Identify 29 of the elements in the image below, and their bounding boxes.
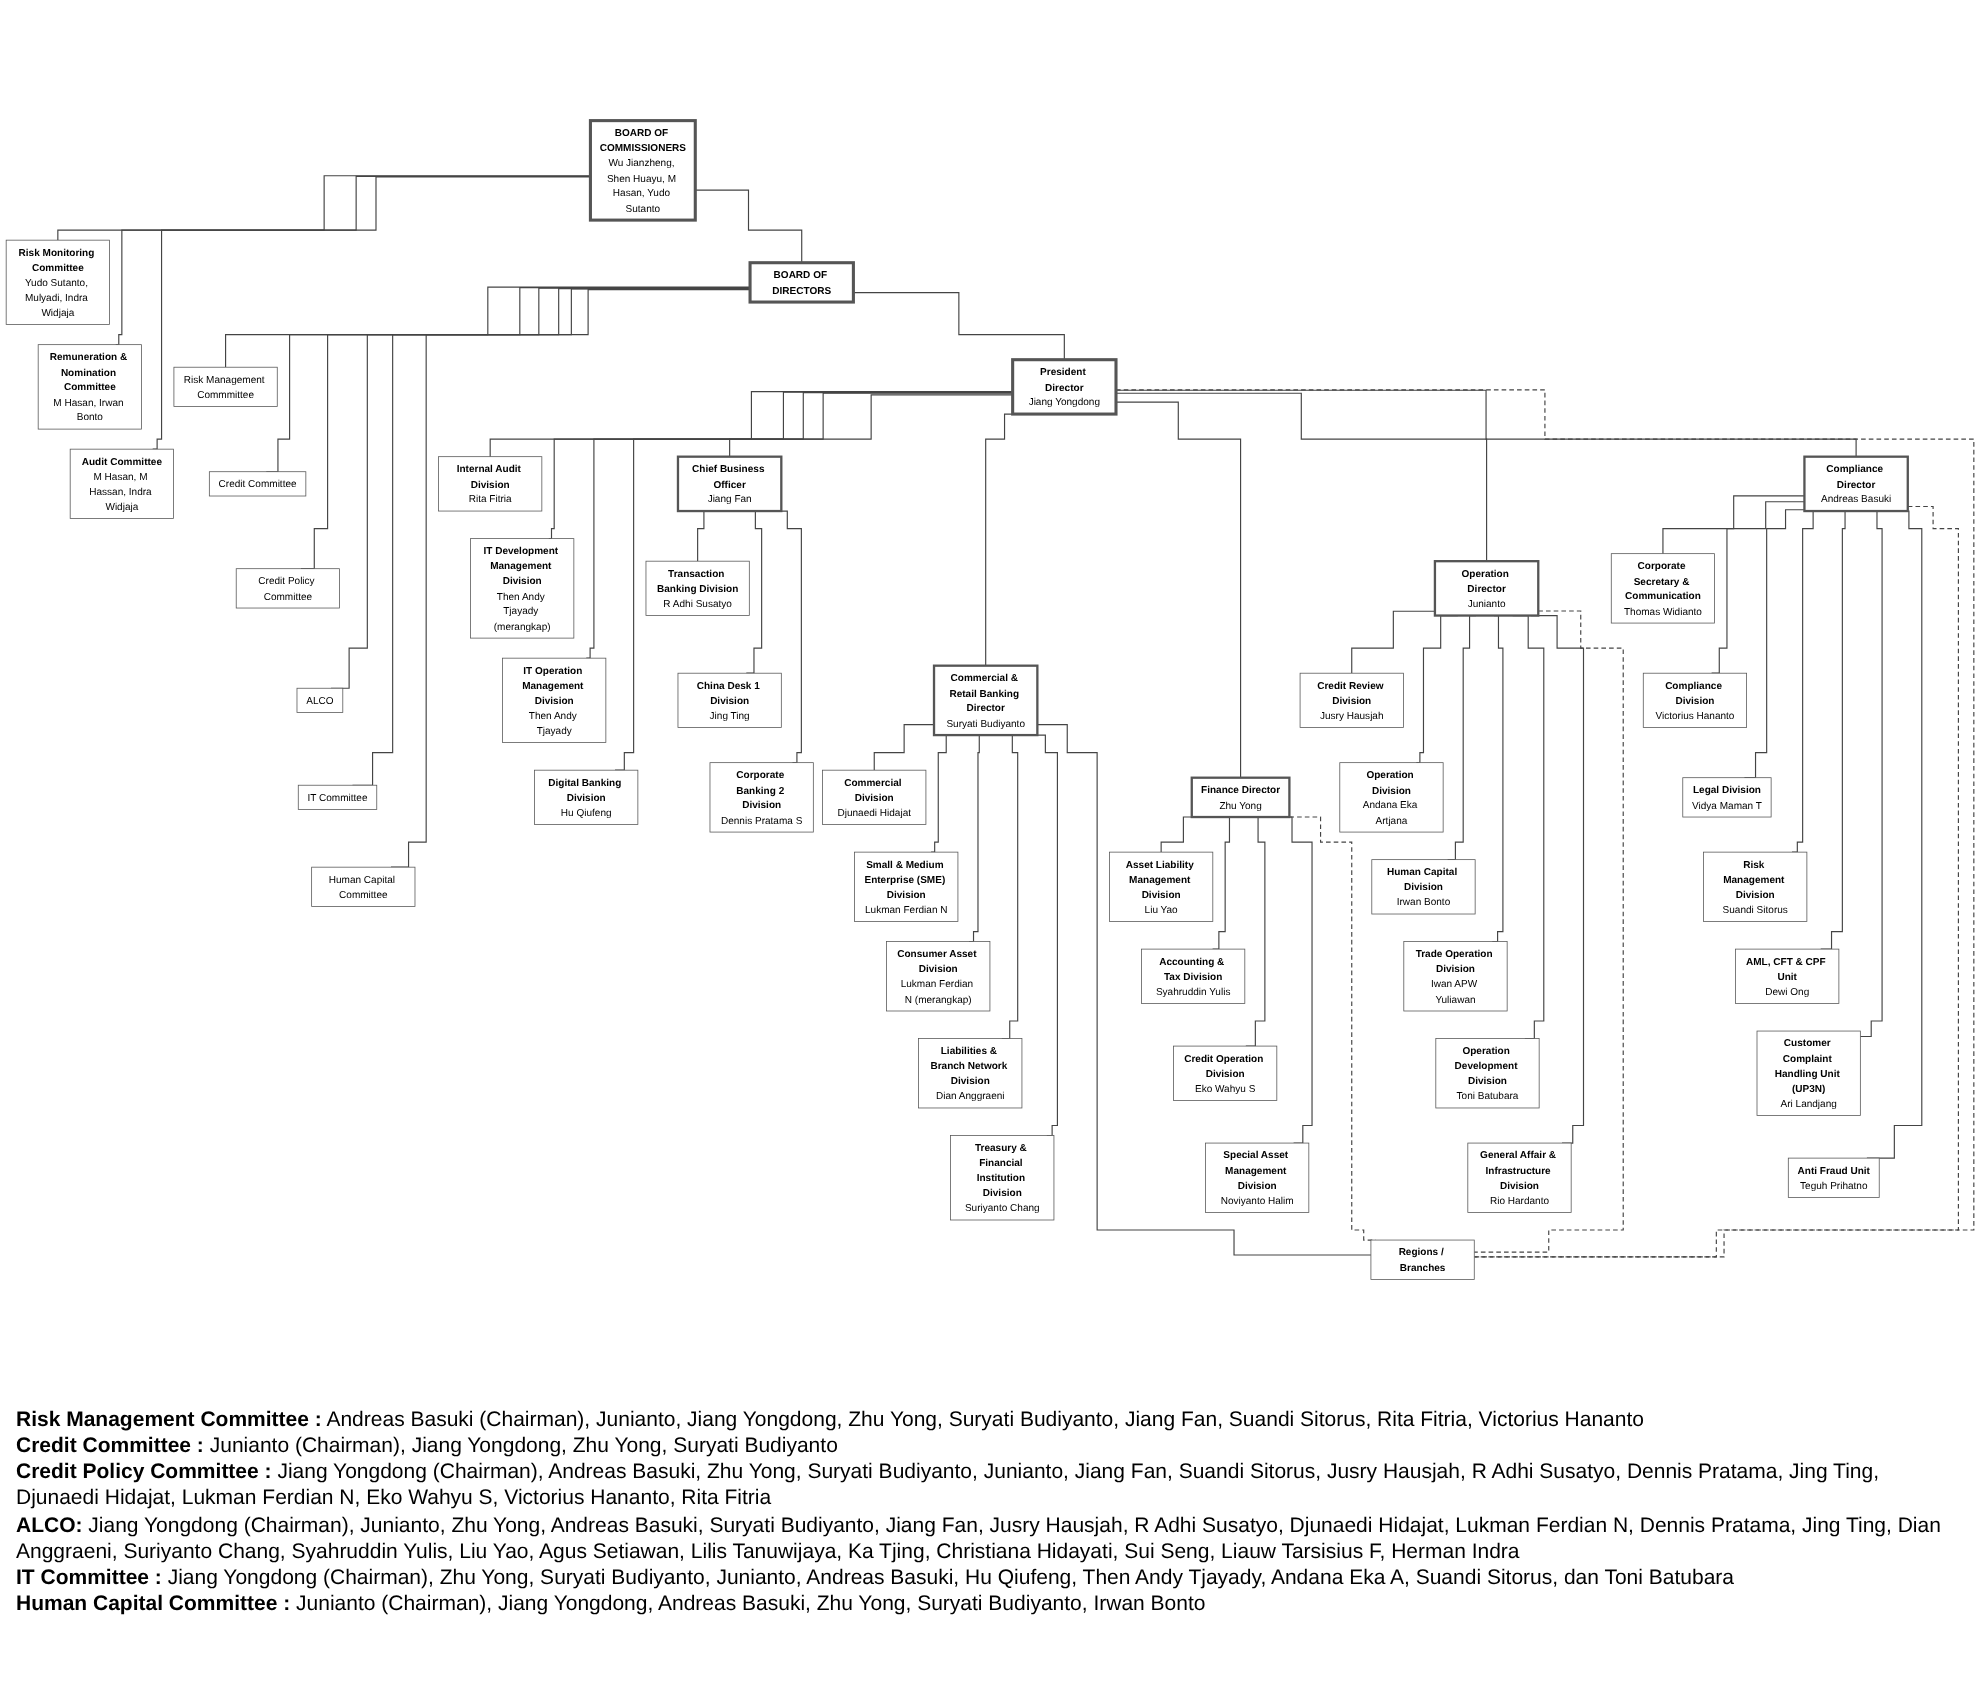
committee-member-note: IT Committee : Jiang Yongdong (Chairman), Zhu Yong, Suryati Budiyanto, Junianto, Andreas Basuki, Hu Qiufeng, Then Andy Tjayady, Andana Eka A, Suandi Sitorus, dan Toni Batubara [16, 1565, 1737, 1592]
connector [697, 510, 711, 562]
committee-member-note: Credit Policy Committee : Jiang Yongdong (Chairman), Andreas Basuki, Zhu Yong, Suryati Budiyanto, Junianto, Jiang Fan, Suandi Sitorus, Jusry Hausjah, R Adhi Susatyo, Dennis Pratama, Jing Ting, Djunaedi Hidajat, Lukman Ferdian N, Eko Wahyu S, Victorius Hananto, Rita Fitria [16, 1460, 1882, 1513]
connector [852, 292, 1065, 361]
connector [152, 176, 591, 450]
connector [57, 175, 591, 241]
connector [694, 189, 803, 264]
connector [1491, 614, 1504, 943]
connector [873, 724, 935, 771]
connector [548, 391, 1014, 540]
connector [225, 286, 751, 368]
connector [489, 391, 1014, 458]
committee-member-note: ALCO: Jiang Yongdong (Chairman), Junianto, Zhu Yong, Andreas Basuki, Suryati Budiyanto, Jiang Fan, Jusry Hausjah, R Adhi Susatyo, Djunaedi Hidajat, Lukman Ferdian N, Dennis Pratama, Jing Ting, Dian Anggraeni, Suriyanto Chang, Syahruddin Yulis, Liu Yao, Agus Setiawan, Lilis Tanuwijaya, Ka Tjing, Christiana Hidayati, Sui Seng, Liauw Tarsisius F, Herman Indra [16, 1513, 1943, 1566]
connector [1473, 610, 1624, 1253]
connector [1115, 401, 1242, 779]
connector [1351, 610, 1436, 674]
connector [1115, 392, 1488, 562]
connector [1662, 495, 1805, 555]
connector [729, 394, 1014, 458]
connector [1115, 389, 1975, 1258]
connector [1473, 505, 1959, 1258]
connector [585, 392, 1014, 659]
committee-member-note: Risk Management Committee : Andreas Basuki (Chairman), Junianto, Jiang Yongdong, Zhu Yong, Suryati Budiyanto, Jiang Fan, Suandi Sitorus, Rita Fitria, Victorius Hananto [16, 1408, 1646, 1435]
connector [1036, 724, 1372, 1256]
connector [1859, 510, 1883, 1038]
connector [1212, 816, 1235, 950]
committee-member-note: Credit Committee : Junianto (Chairman), Jiang Yongdong, Zhu Yong, Suryati Budiyanto [16, 1434, 840, 1461]
connector [968, 734, 982, 943]
committee-member-note: Human Capital Committee : Junianto (Chairman), Jiang Yongdong, Andreas Basuki, Zhu Yong, Suryati Budiyanto, Irwan Bonto [16, 1591, 1208, 1618]
